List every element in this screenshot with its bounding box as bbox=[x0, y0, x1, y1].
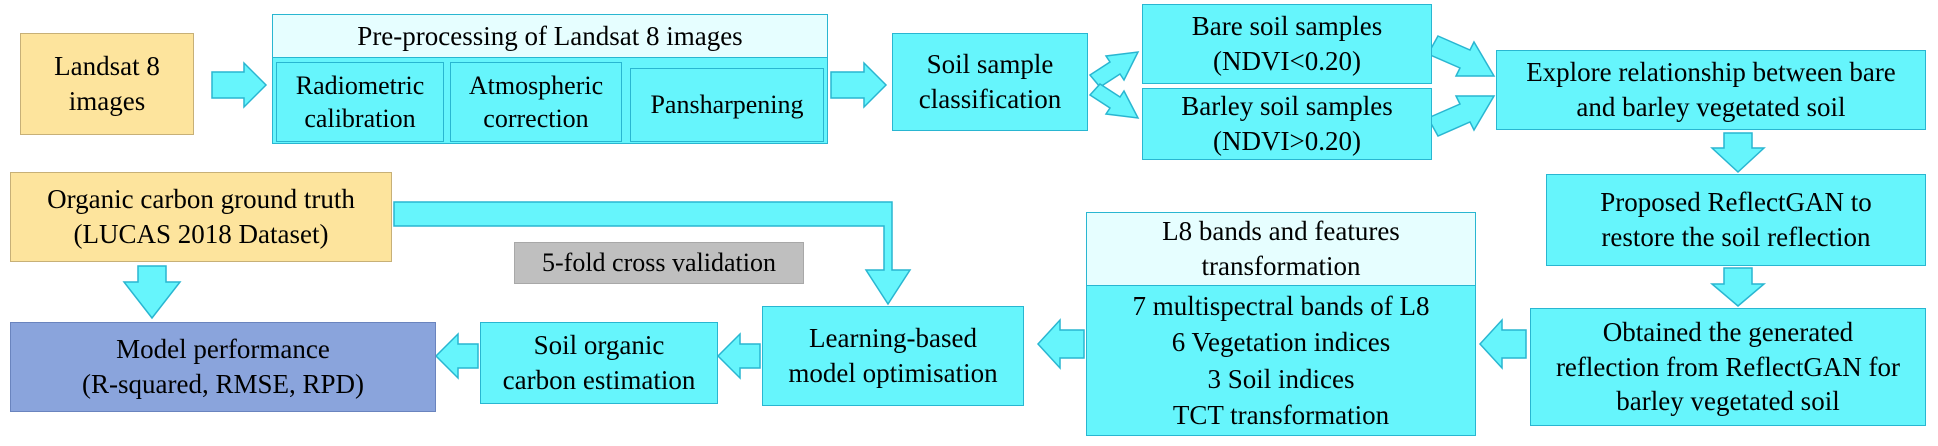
obtained-reflection-node: Obtained the generated reflection from R… bbox=[1530, 308, 1926, 426]
preprocessing-title: Pre-processing of Landsat 8 images bbox=[272, 14, 828, 58]
cross-validation-label: 5-fold cross validation bbox=[514, 242, 804, 284]
learning-model-optimisation-node: Learning-based model optimisation bbox=[762, 306, 1024, 406]
landsat-images-node: Landsat 8 images bbox=[20, 33, 194, 135]
model-performance-node: Model performance (R-squared, RMSE, RPD) bbox=[10, 322, 436, 412]
arrow-classification-to-barley bbox=[1088, 83, 1140, 119]
arrow-classification-to-bare bbox=[1088, 51, 1140, 88]
l8-bands-features-node: 7 multispectral bands of L8 6 Vegetation… bbox=[1086, 286, 1476, 436]
arrow-l8-to-learning bbox=[1036, 318, 1085, 370]
ground-truth-node: Organic carbon ground truth (LUCAS 2018 … bbox=[10, 172, 392, 262]
arrow-obtained-to-l8 bbox=[1478, 318, 1527, 370]
barley-soil-samples-node: Barley soil samples (NDVI>0.20) bbox=[1142, 88, 1432, 160]
arrow-explore-to-reflectgan bbox=[1710, 132, 1766, 174]
explore-relationship-node: Explore relationship between bare and ba… bbox=[1496, 50, 1926, 130]
soc-estimation-node: Soil organic carbon estimation bbox=[480, 322, 718, 404]
radiometric-calibration-node: Radiometric calibration bbox=[276, 62, 444, 142]
arrow-learning-to-soc bbox=[716, 332, 761, 380]
reflectgan-node: Proposed ReflectGAN to restore the soil … bbox=[1546, 174, 1926, 266]
arrow-barley-to-explore bbox=[1426, 95, 1496, 137]
bare-soil-samples-node: Bare soil samples (NDVI<0.20) bbox=[1142, 4, 1432, 84]
arrow-truth-to-performance bbox=[122, 265, 182, 320]
soil-sample-classification-node: Soil sample classification bbox=[892, 33, 1088, 131]
arrow-reflectgan-to-obtained bbox=[1709, 267, 1767, 307]
pansharpening-node: Pansharpening bbox=[630, 68, 824, 142]
atmospheric-correction-node: Atmospheric correction bbox=[450, 62, 622, 142]
arrow-soc-to-performance bbox=[434, 332, 479, 380]
arrow-preprocess-to-classification bbox=[830, 61, 888, 109]
arrow-bare-to-explore bbox=[1426, 35, 1496, 77]
arrow-landsat-to-preprocess bbox=[211, 61, 268, 109]
l8-bands-title: L8 bands and features transformation bbox=[1086, 212, 1476, 286]
arrow-truth-to-learning bbox=[393, 201, 912, 306]
